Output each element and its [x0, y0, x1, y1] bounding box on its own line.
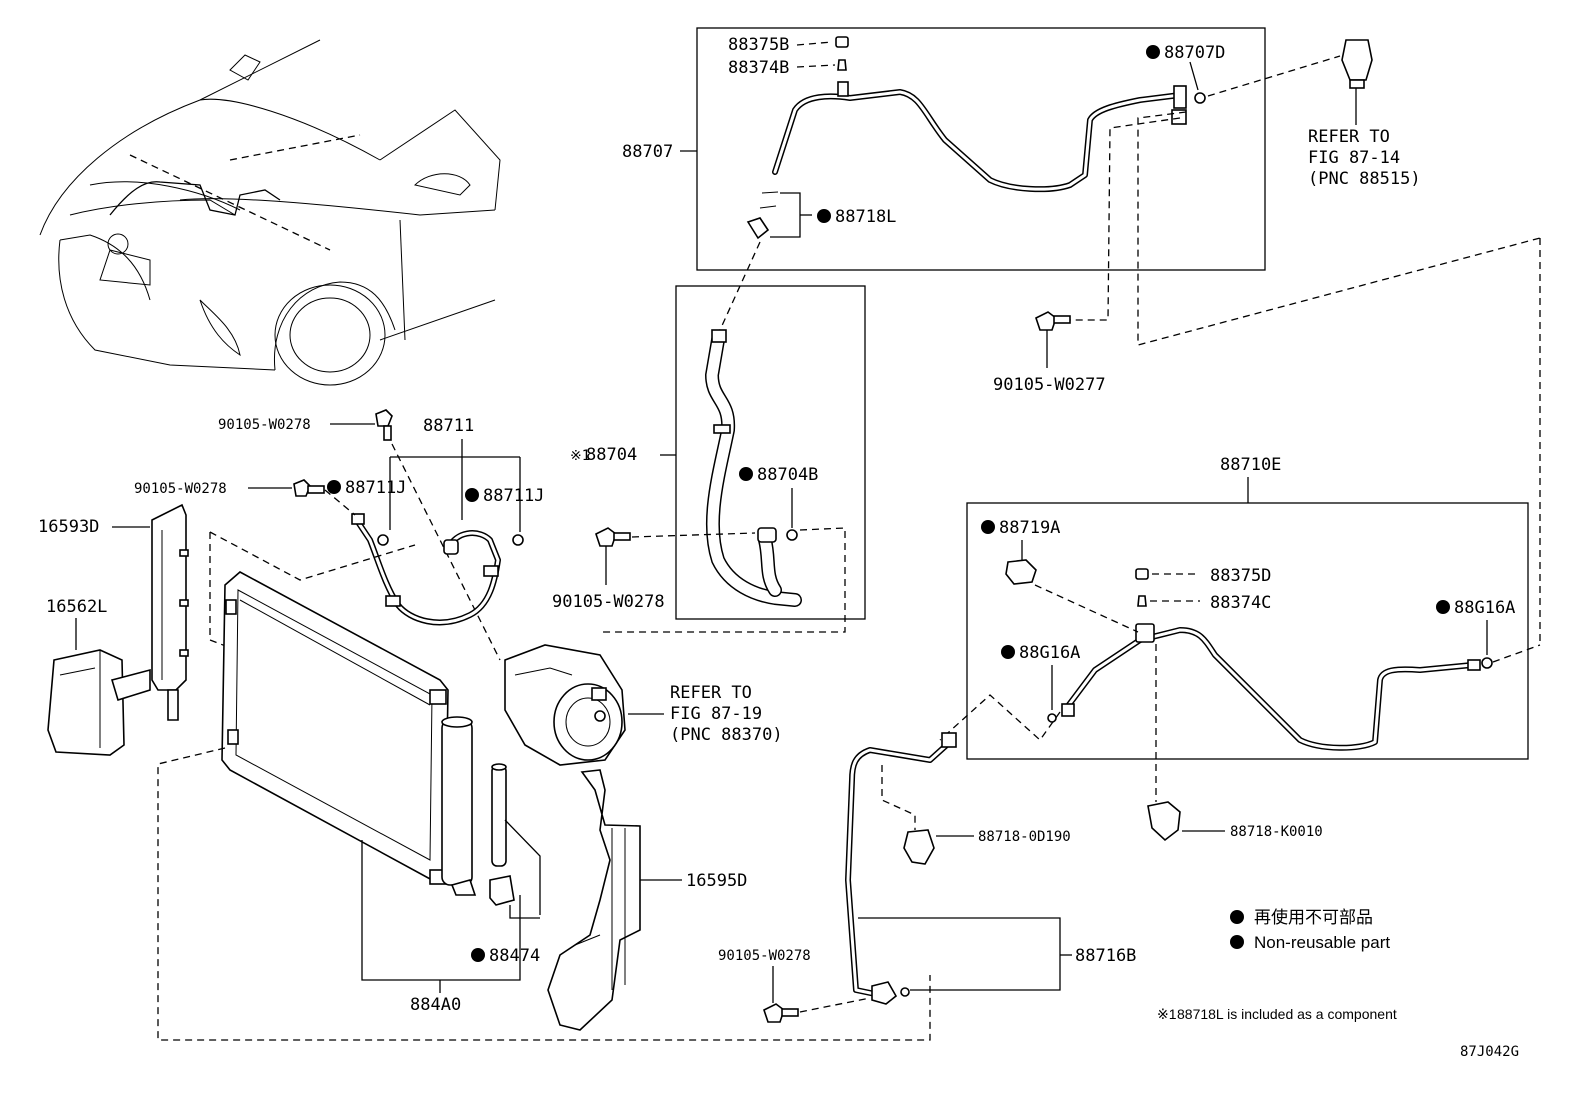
o-ring-88716B	[900, 987, 910, 997]
label-90105-W0278-e: 90105-W0278	[718, 948, 811, 964]
non-reusable-mark-88707D	[1146, 45, 1160, 59]
label-88704: 88704	[586, 445, 637, 465]
non-reusable-mark-88G16A-a	[1436, 600, 1450, 614]
label-88718-0D190: 88718-0D190	[978, 829, 1071, 845]
label-88710E: 88710E	[1220, 455, 1281, 475]
label-88707: 88707	[622, 142, 673, 162]
condenser-884A0	[221, 571, 477, 896]
label-16593D: 16593D	[38, 517, 99, 537]
o-ring-88704B	[786, 529, 798, 541]
label-90105-W0278-b: 90105-W0278	[218, 417, 311, 433]
bolt-90105-W0278-e	[763, 1003, 799, 1023]
clamp-88718-0D190	[903, 829, 935, 865]
label-88716B: 88716B	[1075, 946, 1136, 966]
bolt-90105-W0278-d	[595, 527, 631, 547]
label-88704-mark: ※1	[570, 448, 590, 464]
bolt-90105-W0277	[1035, 311, 1071, 331]
non-reusable-mark-88474	[471, 948, 485, 962]
legend-text-en: Non-reusable part	[1254, 933, 1390, 952]
bolt-90105-W0278-c	[293, 479, 325, 497]
non-reusable-mark-88711J-b	[465, 488, 479, 502]
refer-text-1-line3: (PNC 88515)	[1308, 169, 1421, 189]
label-88375B: 88375B	[728, 35, 789, 55]
service-valve-cap-88375D	[1135, 568, 1149, 580]
refer-text-1-line2: FIG 87-14	[1308, 148, 1400, 168]
sensor-88515-ref	[1341, 39, 1373, 89]
desiccant-88474	[489, 763, 515, 906]
seal-16562L	[47, 649, 151, 756]
legend-dot-en	[1230, 935, 1244, 949]
pipe-88707	[772, 81, 1187, 193]
label-88375D: 88375D	[1210, 566, 1271, 586]
label-88707D: 88707D	[1164, 43, 1225, 63]
o-ring-88711J-b	[512, 534, 524, 546]
valve-core-88374C	[1137, 595, 1147, 607]
o-ring-88G16A-a	[1481, 657, 1493, 669]
label-88711J-b: 88711J	[483, 486, 544, 506]
group-box-88707	[696, 27, 1266, 271]
clamp-88718-K0010	[1147, 801, 1181, 842]
label-90105-W0277: 90105-W0277	[993, 375, 1106, 395]
bolt-90105-W0278-b	[375, 409, 393, 441]
seal-16595D	[547, 769, 641, 1031]
vehicle-location-illustration	[39, 39, 501, 386]
non-reusable-mark-88719A	[981, 520, 995, 534]
pipe-88710E	[1061, 623, 1481, 751]
refer-text-1-line1: REFER TO	[1308, 127, 1390, 147]
label-88711J-a: 88711J	[345, 478, 406, 498]
non-reusable-mark-88704B	[739, 467, 753, 481]
hose-88704	[705, 329, 802, 607]
label-90105-W0278-c: 90105-W0278	[134, 481, 227, 497]
label-88704B: 88704B	[757, 465, 818, 485]
switch-88719A	[1005, 559, 1037, 585]
non-reusable-mark-88711J-a	[327, 480, 341, 494]
clip-88718L-set	[746, 191, 779, 240]
label-88718L: 88718L	[835, 207, 896, 227]
valve-core-88374B	[837, 59, 847, 71]
refer-text-2-line3: (PNC 88370)	[670, 725, 783, 745]
label-16562L: 16562L	[46, 597, 107, 617]
non-reusable-mark-88G16A-b	[1001, 645, 1015, 659]
pipe-88711	[351, 513, 501, 626]
legend-text-jp: 再使用不可部品	[1254, 907, 1373, 927]
label-88711: 88711	[423, 416, 474, 436]
label-88374B: 88374B	[728, 58, 789, 78]
label-88718-K0010: 88718-K0010	[1230, 824, 1323, 840]
label-88G16A-a: 88G16A	[1454, 598, 1515, 618]
group-box-88704	[675, 285, 866, 620]
o-ring-88711J-a	[377, 534, 389, 546]
label-16595D: 16595D	[686, 871, 747, 891]
seal-16593D	[151, 503, 189, 721]
o-ring-88G16A-b	[1047, 713, 1057, 723]
legend-dot-jp	[1230, 910, 1244, 924]
o-ring-88707D	[1194, 92, 1206, 104]
refer-text-2-line2: FIG 87-19	[670, 704, 762, 724]
pipe-88716B	[845, 732, 957, 1005]
service-valve-cap-88375B	[835, 36, 849, 48]
label-884A0: 884A0	[410, 995, 461, 1015]
footnote-mark: ※1	[1157, 1006, 1177, 1022]
group-box-88710E	[966, 502, 1529, 760]
refer-text-2-line1: REFER TO	[670, 683, 752, 703]
label-88719A: 88719A	[999, 518, 1060, 538]
non-reusable-mark-88718L	[817, 209, 831, 223]
figure-code: 87J042G	[1460, 1044, 1519, 1060]
label-88374C: 88374C	[1210, 593, 1271, 613]
label-88474: 88474	[489, 946, 540, 966]
compressor-88370-ref	[504, 644, 626, 766]
footnote-text: 88718L is included as a component	[1177, 1006, 1397, 1022]
label-88G16A-b: 88G16A	[1019, 643, 1080, 663]
label-90105-W0278-d: 90105-W0278	[552, 592, 665, 612]
